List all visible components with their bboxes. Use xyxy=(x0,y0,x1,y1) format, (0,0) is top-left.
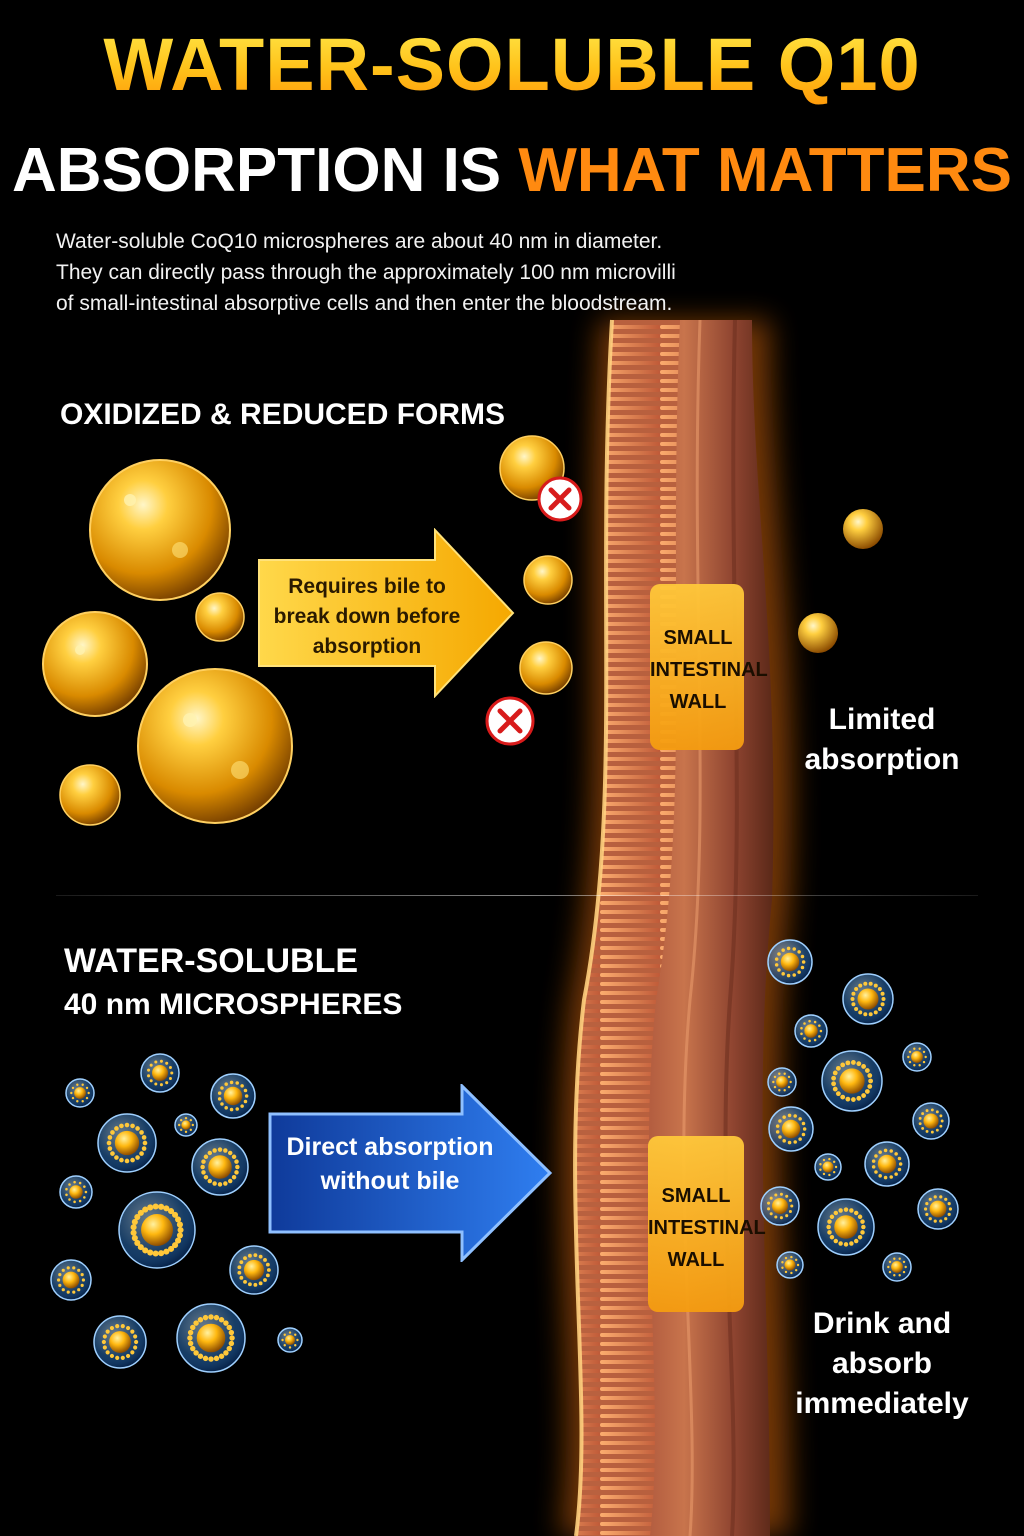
wall-label: SMALL INTESTINAL WALL xyxy=(648,1180,766,1276)
passed-droplets xyxy=(798,509,883,653)
subtitle-white: ABSORPTION IS xyxy=(11,136,502,205)
intro-line: Water-soluble CoQ10 microspheres are abo… xyxy=(56,230,663,253)
oil-droplet-icon xyxy=(89,459,231,601)
microsphere-icon xyxy=(191,1138,249,1196)
microsphere-icon xyxy=(97,1113,157,1173)
microsphere-icon xyxy=(917,1188,959,1230)
wall-label-line: SMALL xyxy=(661,1185,731,1207)
result-limited: Limited absorption xyxy=(782,700,982,780)
oil-droplet-icon xyxy=(843,509,883,549)
wall-label-box-2 xyxy=(648,1136,744,1312)
microsphere-icon xyxy=(776,1251,804,1279)
microsphere-icon xyxy=(821,1050,883,1112)
subtitle-orange: WHAT MATTERS xyxy=(518,136,1012,205)
arrow-text-bile: Requires bile to break down before absor… xyxy=(262,572,472,662)
microspheres-left xyxy=(50,1053,303,1373)
result-line: Drink and xyxy=(812,1307,952,1340)
oil-droplet-icon xyxy=(523,555,573,605)
result-immediate: Drink and absorb immediately xyxy=(772,1304,992,1424)
microsphere-icon xyxy=(902,1042,932,1072)
section-divider xyxy=(56,895,978,896)
microsphere-icon xyxy=(277,1327,303,1353)
page-subtitle: ABSORPTION IS WHAT MATTERS xyxy=(0,140,1024,202)
oxidized-droplets xyxy=(42,435,573,826)
intro-line: of small-intestinal absorptive cells and… xyxy=(56,292,673,315)
wall-label: SMALL INTESTINAL WALL xyxy=(650,622,768,718)
section-water-soluble-subheading: 40 nm MICROSPHERES xyxy=(64,988,403,1021)
microsphere-icon xyxy=(118,1191,196,1269)
microsphere-icon xyxy=(210,1073,256,1119)
result-line: absorb xyxy=(831,1347,933,1380)
wall-label-box-1 xyxy=(650,584,744,750)
microsphere-icon xyxy=(93,1315,147,1369)
wall-label-line: WALL xyxy=(669,691,727,713)
section-water-soluble-heading: WATER-SOLUBLE xyxy=(64,942,359,980)
oil-droplet-icon xyxy=(195,592,245,642)
microsphere-icon xyxy=(65,1078,95,1108)
microsphere-icon xyxy=(229,1245,279,1295)
wall-label-line: WALL xyxy=(667,1249,725,1271)
page-title: WATER-SOLUBLE Q10 xyxy=(103,23,921,106)
oil-droplet-icon xyxy=(798,613,838,653)
microsphere-icon xyxy=(760,1186,800,1226)
wall-label-line: SMALL xyxy=(663,627,733,649)
microsphere-icon xyxy=(814,1153,842,1181)
microsphere-icon xyxy=(59,1175,93,1209)
microsphere-icon xyxy=(912,1102,950,1140)
microsphere-icon xyxy=(768,1106,814,1152)
intro-paragraph: Water-soluble CoQ10 microspheres are abo… xyxy=(56,226,816,319)
microsphere-icon xyxy=(174,1113,198,1137)
result-line: Limited xyxy=(828,703,936,736)
microspheres-right xyxy=(760,939,959,1282)
arrow-text-direct: Direct absorption without bile xyxy=(270,1130,510,1198)
microsphere-icon xyxy=(767,939,813,985)
microsphere-icon xyxy=(817,1198,875,1256)
arrow-line: Direct absorption xyxy=(286,1133,494,1161)
microsphere-icon xyxy=(864,1141,910,1187)
x-mark-icon xyxy=(537,476,583,522)
arrow-line: break down before xyxy=(273,605,461,628)
direct-absorption-arrow xyxy=(268,1084,553,1262)
wall-label-line: INTESTINAL xyxy=(648,1217,766,1239)
bile-required-arrow xyxy=(258,528,515,698)
microsphere-icon xyxy=(882,1252,912,1282)
oil-droplet-icon xyxy=(59,764,121,826)
intro-line: They can directly pass through the appro… xyxy=(56,261,676,284)
section-oxidized-heading: OXIDIZED & REDUCED FORMS xyxy=(60,398,506,431)
arrow-line: absorption xyxy=(312,635,422,658)
wall-label-line: INTESTINAL xyxy=(650,659,768,681)
oil-droplet-icon xyxy=(519,641,573,695)
arrow-line: Requires bile to xyxy=(288,575,446,598)
result-line: immediately xyxy=(795,1387,969,1420)
microsphere-icon xyxy=(767,1067,797,1097)
microsphere-icon xyxy=(176,1303,246,1373)
microsphere-icon xyxy=(794,1014,828,1048)
arrow-line: without bile xyxy=(320,1167,460,1195)
oil-droplet-icon xyxy=(137,668,293,824)
microsphere-icon xyxy=(50,1259,92,1301)
x-mark-icon xyxy=(485,696,535,746)
result-line: absorption xyxy=(804,743,960,776)
microsphere-icon xyxy=(140,1053,180,1093)
oil-droplet-icon xyxy=(42,611,148,717)
microsphere-icon xyxy=(842,973,894,1025)
